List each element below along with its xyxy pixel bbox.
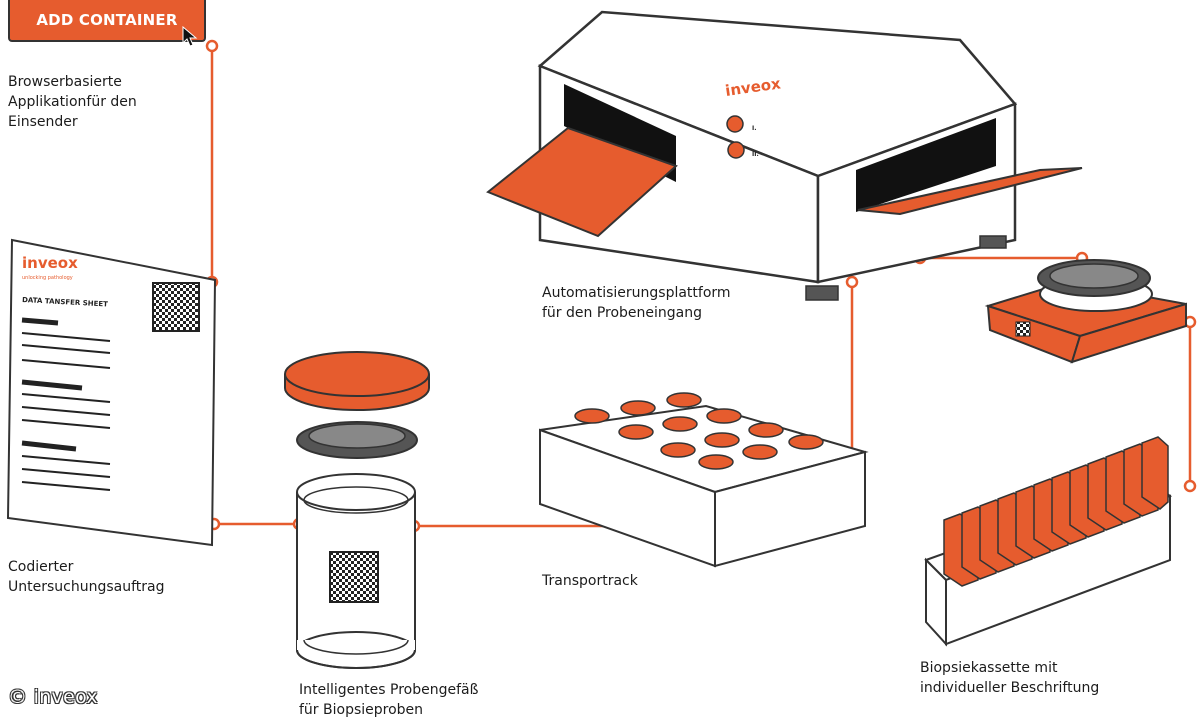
label-browser-app: Browserbasierte Applikationfür den Einse… [8,74,137,130]
label-transport-rack: Transportrack [542,573,638,589]
qr-code-icon [152,282,200,332]
sheet-text-lines [21,317,111,491]
connector-lines [210,46,1192,528]
holder-qr-icon [1015,321,1031,337]
machine-button-1-label: I. [752,125,757,132]
label-coded-order: Codierter Untersuchungsauftrag [8,559,165,595]
machine-button-2-icon [727,141,745,159]
label-automation-platform: Automatisierungsplattform für den Proben… [542,285,731,321]
smart-vessel [284,351,430,669]
label-biopsy-cassette: Biopsiekassette mit individueller Beschr… [920,660,1100,696]
rack-caps [574,392,824,470]
vessel-qr-icon [329,551,379,603]
label-smart-vessel: Intelligentes Probengefäß für Biopsiepro… [299,682,479,718]
sheet-tagline: unlocking pathology [22,275,73,281]
mouse-pointer-icon [182,26,198,47]
cassette-blocks [943,436,1169,587]
transport-rack [539,392,869,568]
machine-button-2-label: II. [752,151,759,158]
sheet-brand: inveox [22,254,78,272]
add-container-button[interactable]: ADD CONTAINER [8,0,206,42]
automation-platform: inveox I. II. [486,10,1083,301]
copyright-notice: © inveox [8,686,98,708]
machine-button-1-icon [726,115,744,133]
biopsy-cassettes [924,436,1172,647]
data-transfer-sheet: inveox unlocking pathology DATA TANSFER … [6,238,217,547]
cassette-holder [984,259,1187,364]
